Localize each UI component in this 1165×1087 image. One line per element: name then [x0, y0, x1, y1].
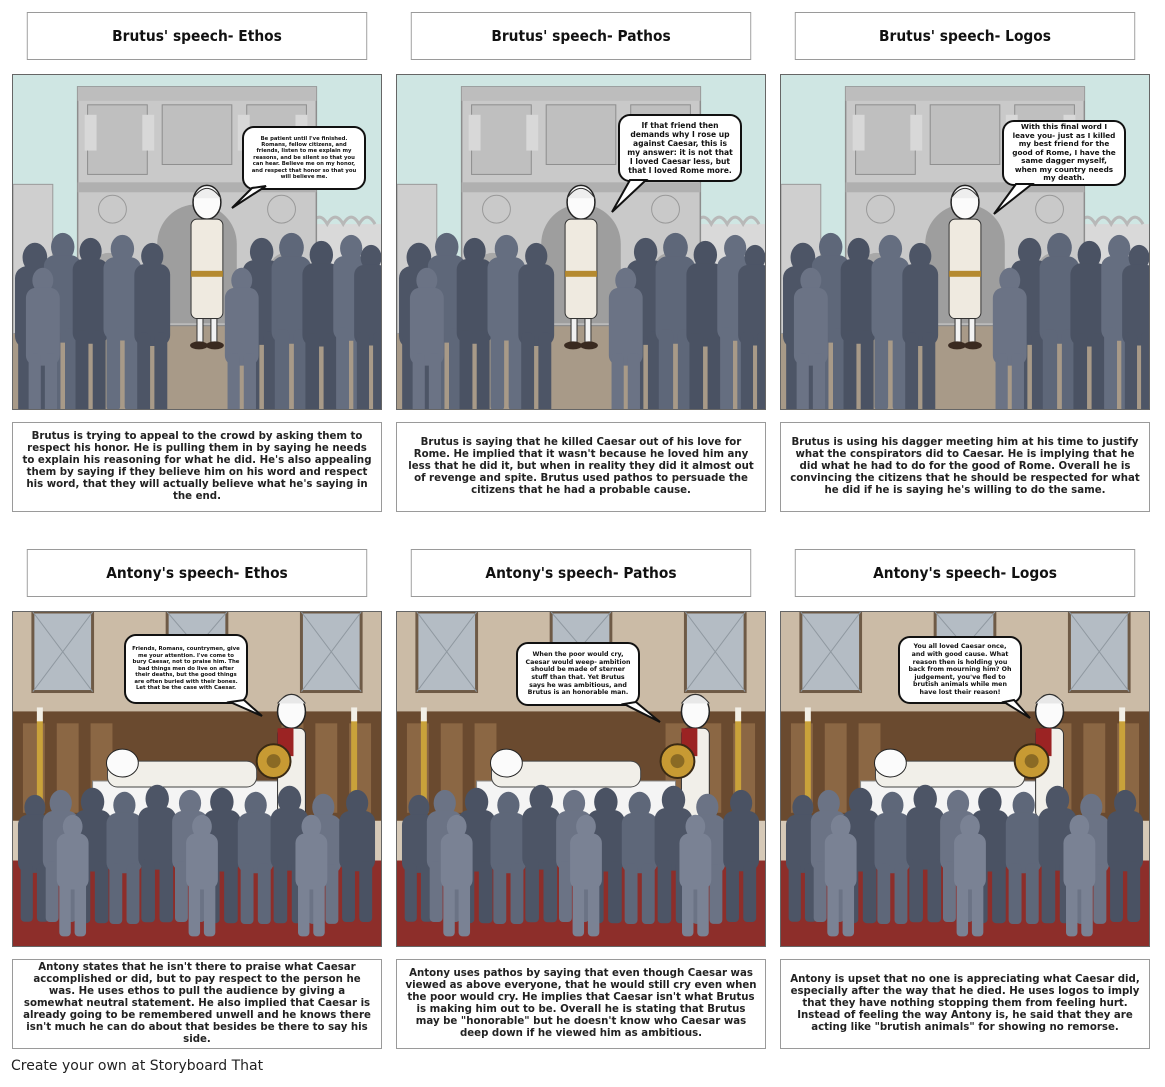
speech-bubble: When the poor would cry, Caesar would we…	[516, 642, 640, 706]
scene-church-antony-ethos	[12, 611, 382, 947]
footer-credit[interactable]: Create your own at Storyboard That	[11, 1058, 264, 1074]
panel-description: Antony is upset that no one is appreciat…	[780, 959, 1150, 1049]
panel-title: Brutus' speech- Ethos	[26, 12, 368, 60]
panel-title: Antony's speech- Pathos	[410, 549, 752, 597]
panel-description: Antony states that he isn't there to pra…	[12, 959, 382, 1049]
scene-arch-brutus-ethos	[12, 74, 382, 410]
panel-description: Antony uses pathos by saying that even t…	[396, 959, 766, 1049]
panel-title: Antony's speech- Logos	[794, 549, 1136, 597]
scene-arch-brutus-logos	[780, 74, 1150, 410]
panel-description: Brutus is trying to appeal to the crowd …	[12, 422, 382, 512]
panel-title: Antony's speech- Ethos	[26, 549, 368, 597]
panel-description: Brutus is saying that he killed Caesar o…	[396, 422, 766, 512]
speech-bubble: Friends, Romans, countrymen, give me you…	[124, 634, 248, 704]
speech-bubble: If that friend then demands why I rose u…	[618, 114, 742, 182]
speech-bubble: You all loved Caesar once, and with good…	[898, 636, 1022, 704]
panel-title: Brutus' speech- Logos	[794, 12, 1136, 60]
speech-bubble: Be patient until I've finished. Romans, …	[242, 126, 366, 190]
speech-bubble: With this final word I leave you- just a…	[1002, 120, 1126, 186]
panel-title: Brutus' speech- Pathos	[410, 12, 752, 60]
panel-description: Brutus is using his dagger meeting him a…	[780, 422, 1150, 512]
